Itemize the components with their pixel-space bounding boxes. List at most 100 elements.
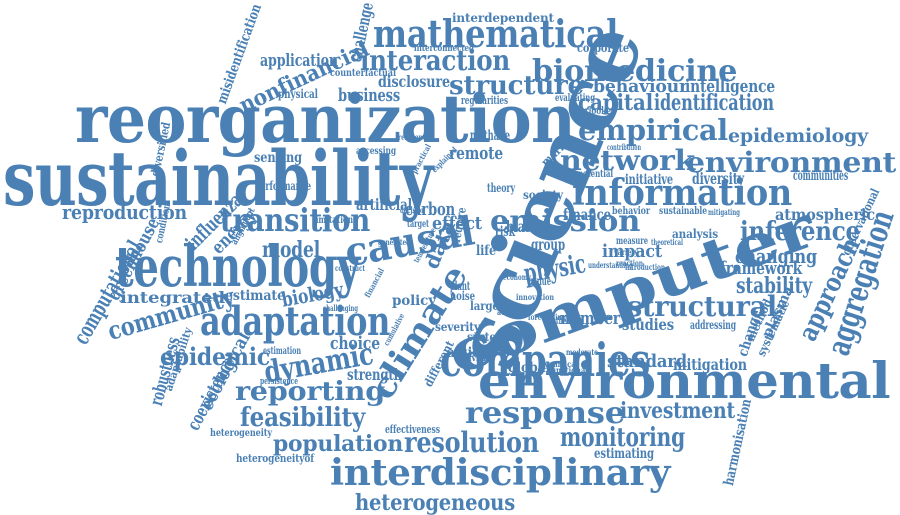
word-feasibility: feasibility	[240, 402, 366, 433]
word-activities: activities	[455, 352, 496, 364]
word-monitoring: monitoring	[560, 422, 685, 453]
word-understanding: understanding	[588, 260, 633, 271]
word-transition: transition	[220, 200, 370, 239]
word-adaptive: adaptive	[497, 307, 527, 318]
word-behaviour: behaviour	[593, 76, 688, 98]
word-construct: construct	[335, 263, 365, 274]
word-theoretical: theoretical	[651, 237, 684, 248]
word-reporting: reporting	[235, 376, 385, 407]
word-target: target	[407, 218, 430, 230]
word-variety: variety	[614, 247, 639, 258]
word-stability: stability	[736, 272, 813, 299]
word-functional: functional	[548, 365, 589, 377]
word-sustainability: sustainability	[3, 133, 433, 223]
word-identification: identification	[654, 89, 774, 116]
word-information: information	[572, 172, 792, 215]
word-intelligence: intelligence	[685, 76, 775, 98]
word-economy: economy	[503, 272, 532, 283]
word-overlooked: overlooked	[571, 105, 616, 117]
word-noise: noise	[450, 289, 476, 304]
word-epidemiology: epidemiology	[728, 125, 869, 148]
word-structural: structural	[627, 290, 777, 324]
word-mitigating: mitigating	[708, 207, 740, 218]
word-standard: standard	[607, 351, 687, 373]
word-application: application	[260, 51, 338, 72]
word-population: population	[273, 430, 403, 457]
word-atmospheric: atmospheric	[775, 204, 875, 224]
word-reaction: reaction	[616, 258, 644, 269]
word-behavior: behavior	[612, 205, 651, 217]
word-value: value	[531, 274, 551, 289]
word-risk: risk	[495, 223, 516, 240]
word-measure: measure	[616, 235, 648, 247]
word-corporate: corporate	[577, 41, 630, 56]
word-artificial: artificial	[356, 194, 413, 214]
word-empirical: empirical	[578, 113, 728, 148]
word-communities: communities	[793, 167, 849, 184]
word-heterogeneityof: heterogeneityof	[236, 451, 315, 465]
word-technology: technology	[115, 234, 360, 301]
word-resilience: resilience	[398, 132, 430, 143]
word-studies: studies	[622, 314, 675, 334]
word-resolution: resolution	[404, 426, 539, 460]
word-regularities: regularities	[461, 93, 509, 107]
word-investment: investment	[620, 397, 735, 424]
word-system: system	[467, 330, 507, 345]
word-structure: structure	[449, 70, 584, 101]
word-global: global	[508, 359, 551, 376]
word-model: model	[262, 236, 321, 263]
word-effectiveness: effectiveness	[385, 422, 440, 436]
word-epidemic: epidemic	[160, 342, 270, 372]
word-environment: environment	[686, 146, 897, 180]
word-performance: performance	[255, 179, 311, 194]
word-interconnected: interconnected	[414, 43, 474, 54]
word-mathematical: mathematical	[373, 10, 619, 56]
word-sustainable: sustainable	[659, 205, 707, 217]
word-severity: severity	[435, 320, 481, 335]
word-reproduction: reproduction	[62, 199, 187, 224]
word-capital: capital	[578, 89, 654, 116]
word-environmental: environmental	[478, 351, 891, 410]
word-life: life	[476, 242, 497, 259]
word-introduction: introduction	[625, 262, 665, 273]
word-strength: strength	[347, 364, 403, 384]
word-interdependent: interdependent	[452, 11, 554, 26]
word-contribution: contribution	[607, 142, 642, 153]
word-action: action	[447, 344, 490, 361]
word-interdisciplinary: interdisciplinary	[330, 452, 671, 495]
word-potential: potential	[578, 168, 614, 180]
word-adaptation: adaptation	[200, 298, 391, 346]
word-accessing: accessing	[356, 145, 396, 157]
word-dynamical: dynamical	[540, 359, 578, 370]
word-decision: decision	[400, 205, 425, 216]
word-diversity: diversity	[692, 168, 745, 188]
word-counterfactual: counterfactual	[330, 67, 397, 79]
word-methane: methane	[470, 127, 510, 144]
word-estimation: estimation	[263, 345, 302, 357]
word-addressing: addressing	[690, 318, 736, 333]
word-response: response	[465, 396, 626, 432]
word-theories: theories	[556, 315, 582, 327]
word-theory: theory	[487, 181, 515, 196]
word-finance: finance	[563, 204, 612, 224]
word-forecasting: forecasting	[528, 312, 566, 323]
word-biomedicine: biomedicine	[532, 54, 738, 90]
word-changing: changing	[735, 243, 817, 268]
word-bias: bias	[506, 216, 531, 236]
word-choice: choice	[330, 333, 380, 355]
word-heterogeneity: heterogeneity	[210, 427, 273, 439]
word-analysis: analysis	[672, 227, 718, 242]
word-persistence: persistence	[260, 376, 298, 387]
word-disclosure: disclosure	[378, 71, 450, 91]
word-mitigation: mitigation	[673, 354, 747, 374]
word-challenging: challenging	[323, 303, 359, 314]
word-heterogeneous: heterogeneous	[355, 489, 516, 515]
word-evaluating: evaluating	[555, 92, 596, 104]
word-policy: policy	[392, 292, 436, 309]
word-interaction: interaction	[360, 44, 510, 78]
word-generated: generated	[378, 237, 411, 248]
word-effect: effect	[432, 213, 482, 235]
word-estimate: estimate	[225, 287, 285, 304]
word-business: business	[338, 85, 401, 107]
